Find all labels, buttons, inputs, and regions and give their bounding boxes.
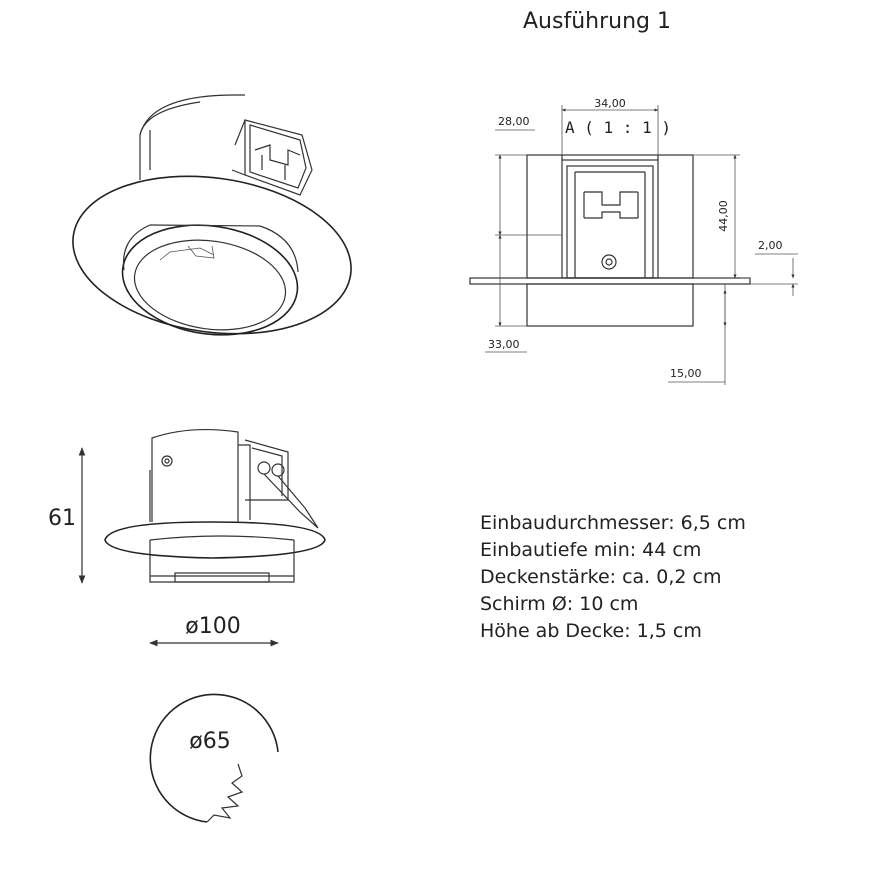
spec-line: Einbaudurchmesser: 6,5 cm bbox=[480, 512, 746, 534]
side-diameter-label: ø100 bbox=[185, 614, 240, 639]
side-view: 61 ø100 bbox=[48, 428, 326, 647]
dim-bottom-left: 33,00 bbox=[488, 338, 520, 351]
dim-thickness: 2,00 bbox=[758, 239, 783, 252]
cutout-diameter-label: ø65 bbox=[189, 729, 230, 754]
spec-list: Einbaudurchmesser: 6,5 cm Einbautiefe mi… bbox=[480, 510, 840, 645]
page-title: Ausführung 1 bbox=[523, 9, 671, 34]
cutout-view: ø65 bbox=[149, 693, 279, 823]
spec-line: Schirm Ø: 10 cm bbox=[480, 593, 639, 615]
dim-bottom-right: 15,00 bbox=[670, 367, 702, 380]
side-height-label: 61 bbox=[48, 506, 76, 531]
dim-left-top: 28,00 bbox=[498, 115, 530, 128]
spec-line: Einbautiefe min: 44 cm bbox=[480, 539, 702, 561]
dim-height-right: 44,00 bbox=[717, 200, 730, 232]
section-view: 34,00 A ( 1 : 1 ) 28,00 33,00 44,00 2,00… bbox=[469, 97, 798, 385]
dim-width-top: 34,00 bbox=[594, 97, 626, 110]
section-label: A ( 1 : 1 ) bbox=[565, 118, 671, 137]
spec-line: Höhe ab Decke: 1,5 cm bbox=[480, 620, 702, 642]
spec-line: Deckenstärke: ca. 0,2 cm bbox=[480, 566, 722, 588]
isometric-view bbox=[72, 94, 352, 336]
